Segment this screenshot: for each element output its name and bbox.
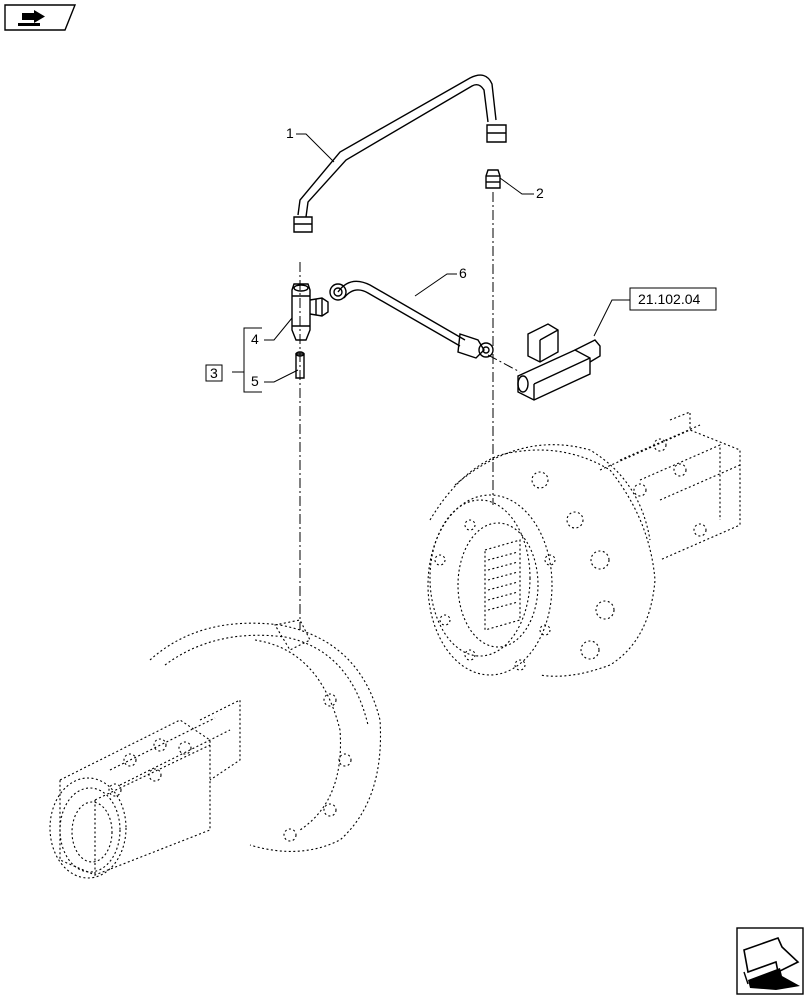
callout-6: 6 (459, 265, 467, 281)
callout-2: 2 (536, 185, 544, 201)
callout-1: 1 (286, 125, 294, 141)
axle-housing-lower (49, 619, 382, 879)
rigid-pipe (293, 74, 507, 233)
pin (295, 351, 305, 379)
reference-link[interactable]: 21.102.04 (629, 287, 717, 311)
center-lines (299, 192, 521, 630)
callout-5: 5 (251, 373, 259, 389)
callout-3: 3 (210, 365, 218, 381)
leader-lines (232, 133, 630, 393)
flexible-hose (329, 280, 494, 359)
tee-fitting (291, 283, 329, 341)
next-page-arrow-icon[interactable] (736, 927, 804, 995)
axle-housing-upper (427, 411, 741, 677)
reference-label: 21.102.04 (638, 291, 700, 307)
book-nav-icon[interactable] (4, 4, 77, 31)
callout-4: 4 (251, 331, 259, 347)
valve-block (517, 323, 601, 401)
callout-3-box[interactable]: 3 (205, 364, 223, 382)
adapter-fitting (485, 169, 501, 189)
